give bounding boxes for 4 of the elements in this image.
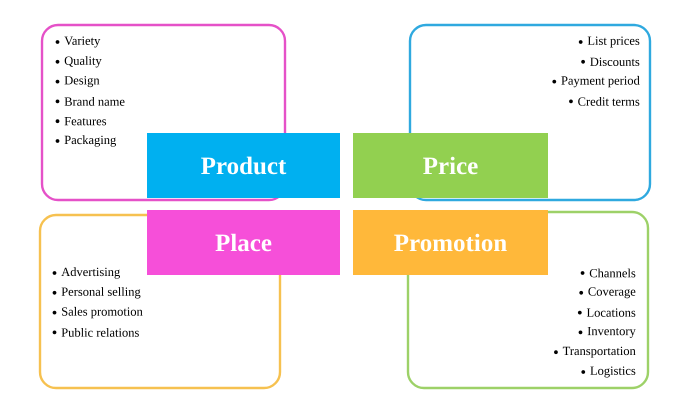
category-box: Product bbox=[147, 133, 340, 198]
category-box: Place bbox=[147, 210, 340, 275]
category-box: Promotion bbox=[353, 210, 548, 275]
category-box: Price bbox=[353, 133, 548, 198]
